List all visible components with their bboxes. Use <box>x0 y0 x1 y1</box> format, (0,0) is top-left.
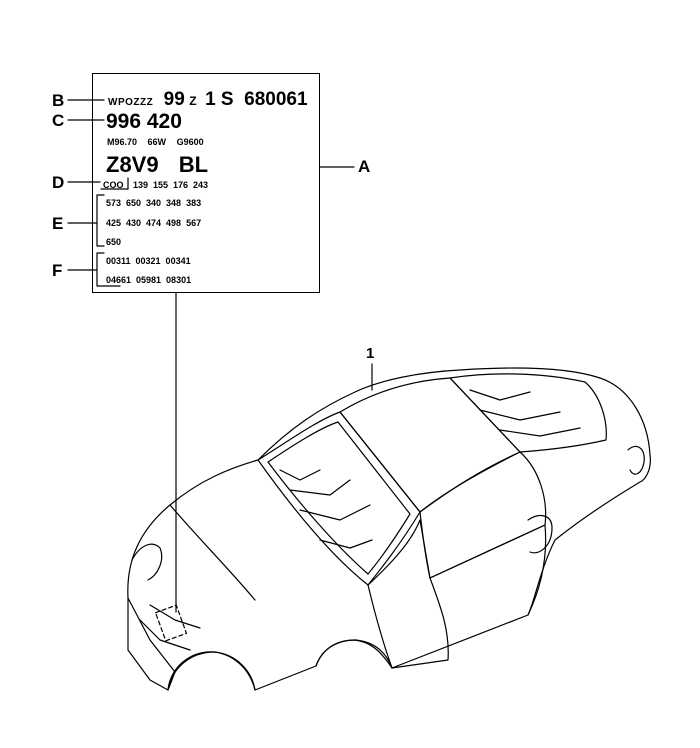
paint-interior-row: Z8V9 BL <box>106 154 208 176</box>
interior-structure-front <box>279 469 373 549</box>
bracket-E <box>96 194 105 247</box>
bracket-D <box>100 177 129 190</box>
rear-window <box>449 373 607 453</box>
codes-row-1: 00311 00321 00341 <box>106 256 191 266</box>
vin-z: Z <box>189 94 197 108</box>
door-rear-edge <box>429 524 547 616</box>
windshield-frame <box>257 411 421 586</box>
callout-A: A <box>358 157 371 176</box>
interior-code: BL <box>178 152 209 177</box>
callout-F: F <box>52 261 63 280</box>
paint-code: Z8V9 <box>106 152 159 177</box>
engine-row: M96.70 66W G9600 <box>107 138 204 147</box>
front-wheel-arch <box>167 651 256 691</box>
callout-part-1: 1 <box>366 345 375 362</box>
door-outline <box>367 519 449 669</box>
callout-D: D <box>52 173 65 192</box>
bracket-F <box>96 252 121 287</box>
sticker-location-marker <box>154 604 188 642</box>
options-row-1: 139 155 176 243 <box>133 180 209 190</box>
codes-row-2: 04661 05981 08301 <box>106 275 192 285</box>
callout-B: B <box>52 91 65 110</box>
car-outline <box>127 367 651 691</box>
vehicle-data-sticker <box>92 73 320 293</box>
type-number: 996 420 <box>106 110 182 133</box>
headlight <box>131 543 163 581</box>
options-row-4: 650 <box>106 237 122 247</box>
coo-label: COO <box>103 180 124 190</box>
side-window <box>419 451 547 579</box>
windshield-inner <box>267 421 411 575</box>
callout-E: E <box>52 214 64 233</box>
rear-lamp <box>627 445 645 475</box>
rear-intake <box>527 514 553 554</box>
transmission-code: G9600 <box>176 137 204 147</box>
hood-line <box>169 504 256 601</box>
options-row-3: 425 430 474 498 567 <box>106 218 202 228</box>
rear-wheel-arch <box>315 639 393 669</box>
vin-prefix: WPOZZZ <box>108 97 154 108</box>
interior-structure-rear <box>469 389 581 437</box>
vin-model: 99 <box>163 89 185 110</box>
gearbox-code: 66W <box>147 137 167 147</box>
callout-C: C <box>52 111 65 130</box>
vin-tail: 1 S 680061 <box>205 89 308 110</box>
front-bumper <box>127 597 176 691</box>
vin-line: WPOZZZ 99 Z 1 S 680061 <box>108 90 308 109</box>
engine-code: M96.70 <box>107 137 138 147</box>
front-suspension <box>139 604 201 651</box>
options-row-2: 573 650 340 348 383 <box>106 198 202 208</box>
